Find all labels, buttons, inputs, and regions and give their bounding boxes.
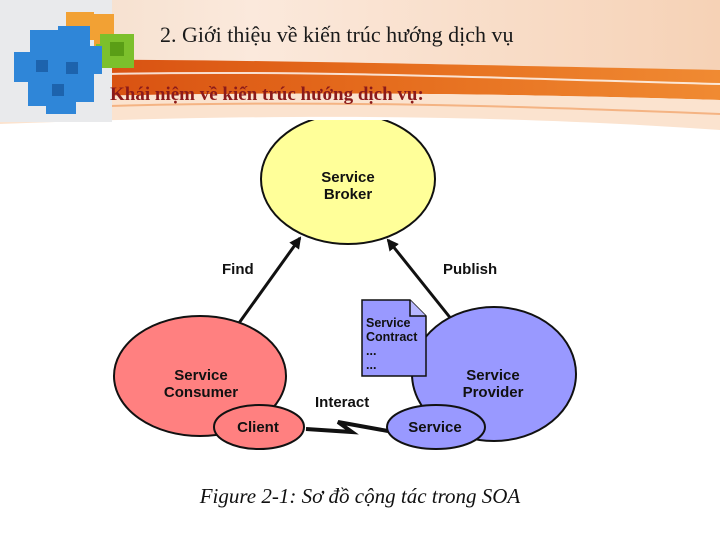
soa-diagram: Service Broker Service Consumer Service …: [0, 120, 720, 480]
contract-label-line4: ...: [366, 358, 376, 372]
find-label: Find: [222, 261, 254, 278]
contract-label-line3: ...: [366, 344, 376, 358]
slide-title: 2. Giới thiệu về kiến trúc hướng dịch vụ: [160, 22, 700, 48]
find-arrow: [234, 238, 300, 330]
consumer-label-line1: Service: [174, 367, 227, 384]
contract-label-line2: Contract: [366, 330, 418, 344]
publish-label: Publish: [443, 261, 497, 278]
provider-label-line2: Provider: [463, 384, 524, 401]
provider-label-line1: Service: [466, 367, 519, 384]
figure-caption: Figure 2-1: Sơ đồ cộng tác trong SOA: [0, 484, 720, 509]
interact-connector: [306, 422, 388, 432]
service-label: Service: [408, 419, 461, 436]
client-label: Client: [237, 419, 279, 436]
consumer-label-line2: Consumer: [164, 384, 238, 401]
interact-label: Interact: [315, 394, 369, 411]
broker-label-line1: Service: [321, 169, 374, 186]
slide-subtitle: Khái niệm về kiến trúc hướng dịch vụ:: [110, 84, 424, 106]
broker-label-line2: Broker: [324, 186, 373, 203]
contract-label-line1: Service: [366, 316, 411, 330]
